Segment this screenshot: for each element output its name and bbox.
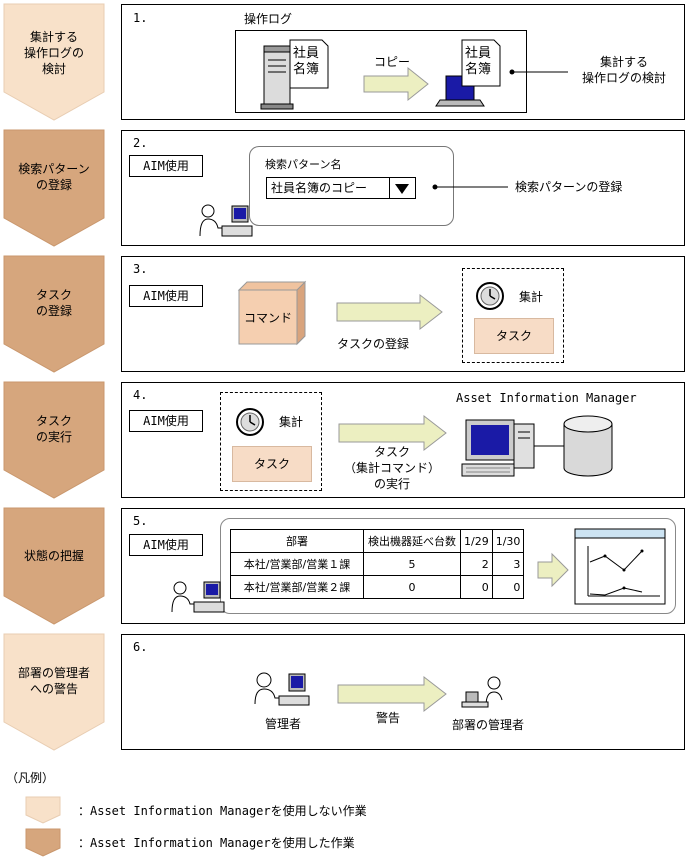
search-pattern-value: 社員名簿のコピー (271, 181, 368, 195)
department-manager-icon (461, 676, 503, 708)
server-icon (260, 45, 294, 110)
document-label-a: 社員 名簿 (293, 46, 320, 77)
step-arrow-2 (3, 129, 105, 247)
user-at-pc-icon (171, 581, 225, 613)
table-header-row: 部署 検出機器延べ台数 1/29 1/30 (230, 529, 525, 553)
step-arrow-6 (3, 633, 105, 751)
legend-swatch-with-aim (25, 828, 61, 857)
operation-log-title: 操作ログ (244, 12, 293, 26)
task-box-3: タスク (474, 318, 554, 354)
table-cell: 0 (460, 575, 493, 599)
admin-label: 管理者 (264, 717, 301, 731)
chevron-down-icon[interactable] (394, 183, 410, 195)
register-task-arrow (336, 293, 443, 331)
table-cell: 本社/営業部/営業２課 (230, 575, 364, 599)
admin-user-icon (254, 672, 310, 706)
table-cell: 2 (460, 552, 493, 576)
clock-caption-4: 集計 (279, 415, 304, 429)
desktop-pc-icon (461, 419, 535, 477)
copy-arrow (363, 66, 429, 102)
execute-task-arrow (338, 414, 447, 452)
panel-5-number: 5. (133, 514, 148, 528)
clock-icon (236, 408, 264, 436)
step-arrow-5 (3, 507, 105, 625)
clock-icon (476, 282, 504, 310)
step-label-6: 部署の管理者 への警告 (17, 666, 90, 696)
step-label-1: 集計する 操作ログの 検討 (23, 30, 84, 76)
panel-1-callout: 集計する 操作ログの検討 (581, 55, 666, 85)
document-label-b: 社員 名簿 (465, 46, 492, 77)
panel-2-callout: 検索パターンの登録 (515, 180, 623, 194)
step-arrow-4 (3, 381, 105, 499)
step-label-5: 状態の把握 (23, 549, 84, 563)
panel-3-number: 3. (133, 262, 148, 276)
step-label-3: タスク の登録 (35, 288, 72, 318)
clock-caption-3: 集計 (519, 290, 544, 304)
warning-caption: 警告 (376, 711, 401, 725)
legend-title: （凡例） (6, 771, 55, 785)
panel-1-number: 1. (133, 11, 148, 25)
panel-4-number: 4. (133, 388, 148, 402)
step-label-4: タスク の実行 (35, 414, 72, 444)
select-divider (389, 178, 390, 198)
panel-2-number: 2. (133, 136, 148, 150)
table-cell: 0 (363, 575, 461, 599)
legend-swatch-no-aim (25, 796, 61, 824)
table-cell: 5 (363, 552, 461, 576)
panel-6-number: 6. (133, 640, 148, 654)
copy-label: コピー (374, 55, 411, 69)
table-header: 1/30 (491, 529, 525, 553)
step-arrow-1 (3, 3, 105, 121)
command-block-icon (237, 280, 307, 346)
table-header: 検出機器延べ台数 (363, 529, 461, 553)
database-icon (563, 415, 613, 477)
legend-with-aim-text: ：Asset Information Managerを使用した作業 (78, 836, 355, 850)
user-at-pc-icon (199, 204, 253, 237)
document-icon-a (289, 39, 329, 89)
panel-step-1 (121, 4, 685, 120)
command-label: コマンド (243, 311, 292, 325)
step-label-2: 検索パターン の登録 (18, 162, 90, 192)
aim-badge-4: AIM使用 (129, 410, 203, 432)
execute-task-caption: タスク （集計コマンド） の実行 (343, 445, 440, 491)
table-row: 本社/営業部/営業２課 0 0 0 (230, 575, 525, 599)
aim-badge-2: AIM使用 (129, 155, 203, 177)
search-pattern-field-label: 検索パターン名 (265, 158, 342, 171)
step-arrow-3 (3, 255, 105, 373)
department-manager-label: 部署の管理者 (452, 718, 525, 732)
document-icon-b (461, 39, 501, 87)
warning-arrow (337, 675, 447, 713)
to-chart-arrow (537, 552, 569, 588)
search-pattern-select[interactable]: 社員名簿のコピー (266, 177, 416, 199)
register-task-caption: タスクの登録 (337, 337, 410, 351)
aim-badge-5: AIM使用 (129, 534, 203, 556)
line-chart-thumbnail (574, 528, 666, 605)
task-box-4: タスク (232, 446, 312, 482)
product-name: Asset Information Manager (456, 391, 637, 405)
table-cell: 0 (491, 575, 525, 599)
task-group-3 (462, 268, 564, 363)
task-group-4 (220, 392, 322, 491)
aim-badge-3: AIM使用 (129, 285, 203, 307)
status-table: 部署 検出機器延べ台数 1/29 1/30 本社/営業部/営業１課 5 2 3 … (230, 529, 525, 599)
legend-no-aim-text: ：Asset Information Managerを使用しない作業 (78, 804, 367, 818)
table-header: 1/29 (460, 529, 493, 553)
